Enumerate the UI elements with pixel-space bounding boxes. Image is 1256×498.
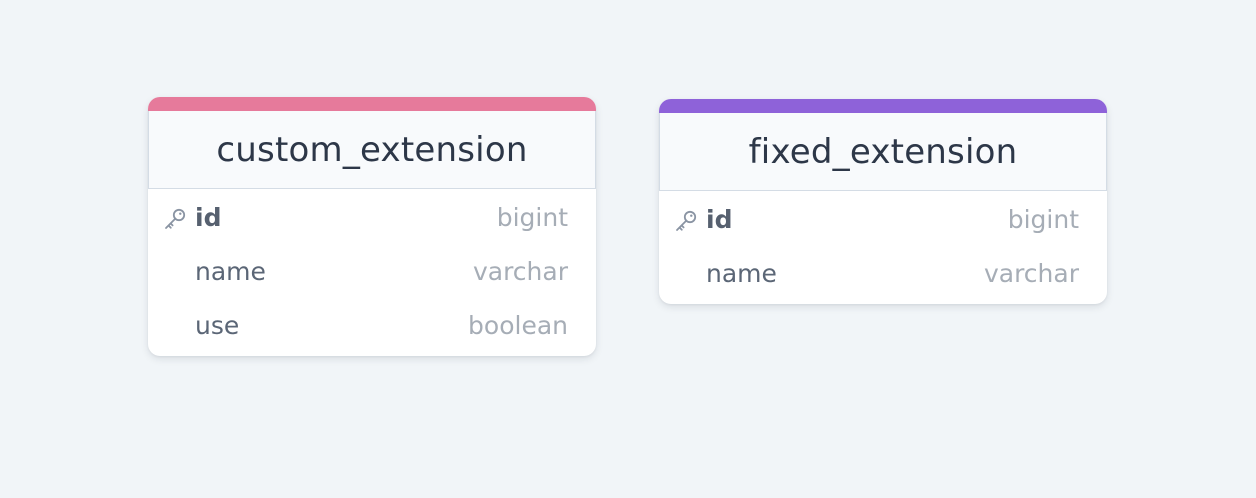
- field-name: name: [195, 256, 266, 286]
- field-row[interactable]: use boolean: [148, 298, 596, 352]
- key-icon: [165, 208, 186, 229]
- field-row[interactable]: id bigint: [148, 190, 596, 244]
- field-row[interactable]: name varchar: [659, 246, 1107, 300]
- field-type: varchar: [472, 256, 568, 286]
- table-card-custom-extension[interactable]: custom_extension id bigint name varchar …: [148, 97, 596, 356]
- field-name: id: [706, 204, 733, 234]
- field-name: use: [195, 310, 240, 340]
- field-type: varchar: [983, 258, 1079, 288]
- field-type: bigint: [496, 202, 568, 232]
- table-accent-bar: [659, 99, 1107, 113]
- table-card-fixed-extension[interactable]: fixed_extension id bigint name varchar: [659, 99, 1107, 304]
- field-name: name: [706, 258, 777, 288]
- table-title: fixed_extension: [748, 131, 1018, 172]
- table-header[interactable]: fixed_extension: [659, 113, 1107, 191]
- field-name: id: [195, 202, 222, 232]
- field-list: id bigint name varchar use boolean: [148, 189, 596, 356]
- table-accent-bar: [148, 97, 596, 111]
- field-list: id bigint name varchar: [659, 191, 1107, 304]
- key-icon: [676, 210, 697, 231]
- field-row[interactable]: id bigint: [659, 192, 1107, 246]
- table-title: custom_extension: [216, 129, 528, 170]
- table-header[interactable]: custom_extension: [148, 111, 596, 189]
- field-row[interactable]: name varchar: [148, 244, 596, 298]
- field-type: bigint: [1007, 204, 1079, 234]
- field-type: boolean: [468, 310, 568, 340]
